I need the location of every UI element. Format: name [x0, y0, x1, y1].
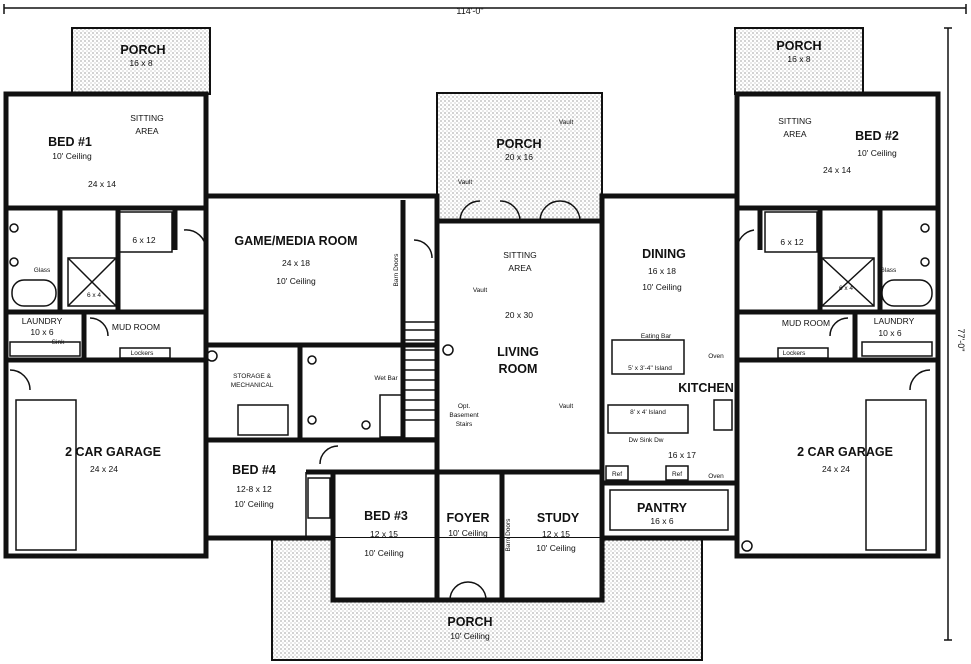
glass-left: Glass — [34, 267, 51, 274]
storage-line2: MECHANICAL — [231, 382, 274, 389]
garage-right-size: 24 x 24 — [822, 464, 850, 474]
living-size: 20 x 30 — [505, 310, 533, 320]
porch-right-size: 16 x 8 — [787, 54, 810, 64]
door-swings — [9, 200, 931, 601]
porch-right-name: PORCH — [776, 39, 821, 53]
sitting-right-line2: AREA — [783, 129, 806, 139]
shower-right-size: 6 x 4 — [839, 285, 853, 292]
barn-doors-right: Barn Doors — [505, 518, 512, 552]
bed4-size: 12-8 x 12 — [236, 484, 272, 494]
porch-left-name: PORCH — [120, 43, 165, 57]
bed1-size: 24 x 14 — [88, 179, 116, 189]
porch-center — [436, 92, 603, 222]
dining-name: DINING — [642, 247, 686, 261]
kitchen-name: KITCHEN — [678, 381, 734, 395]
lockers-left: Lockers — [131, 350, 155, 357]
bed3-size: 12 x 15 — [370, 529, 398, 539]
pantry-name: PANTRY — [637, 501, 688, 515]
foyer-ceiling: 10' Ceiling — [448, 528, 488, 538]
porch-left-size: 16 x 8 — [129, 58, 152, 68]
ref-note-2: Ref — [672, 471, 682, 478]
bed3-name: BED #3 — [364, 509, 408, 523]
laundry-right-name: LAUNDRY — [874, 316, 915, 326]
mud-room-right: MUD ROOM — [782, 318, 830, 328]
island-main-note: 8' x 4' Island — [630, 409, 666, 416]
bed2-name: BED #2 — [855, 129, 899, 143]
garage-left-name: 2 CAR GARAGE — [65, 445, 161, 459]
game-room-ceiling: 10' Ceiling — [276, 276, 316, 286]
kitchen-size: 16 x 17 — [668, 450, 696, 460]
overall-width-label: 114'-0" — [456, 6, 483, 16]
bed1-ceiling: 10' Ceiling — [52, 151, 92, 161]
dw-sink-note: Dw Sink Dw — [628, 437, 663, 444]
dining-size: 16 x 18 — [648, 266, 676, 276]
bed3-ceiling: 10' Ceiling — [364, 548, 404, 558]
foyer-name: FOYER — [446, 511, 489, 525]
porch-center-name: PORCH — [496, 137, 541, 151]
garage-right-name: 2 CAR GARAGE — [797, 445, 893, 459]
opt-basement-line1: Opt. — [458, 403, 470, 410]
oven-note-1: Oven — [708, 353, 724, 360]
opt-basement-line2: Basement — [449, 412, 478, 419]
porch-front-ceiling: 10' Ceiling — [450, 631, 490, 641]
porch-right — [734, 27, 864, 95]
wet-bar-note: Wet Bar — [374, 375, 398, 382]
glass-right: Glass — [880, 267, 897, 274]
overall-depth-label: 77'-0" — [956, 329, 966, 352]
dining-ceiling: 10' Ceiling — [642, 282, 682, 292]
bed4-ceiling: 10' Ceiling — [234, 499, 274, 509]
storage-line1: STORAGE & — [233, 373, 271, 380]
study-name: STUDY — [537, 511, 580, 525]
garage-left-size: 24 x 24 — [90, 464, 118, 474]
living-name-line1: LIVING — [497, 345, 539, 359]
laundry-left-size: 10 x 6 — [30, 327, 53, 337]
pantry-size: 16 x 6 — [650, 516, 673, 526]
game-room-name: GAME/MEDIA ROOM — [234, 234, 357, 248]
vault-note-porch-2: Vault — [458, 179, 473, 186]
closet-right-size: 6 x 12 — [780, 237, 803, 247]
barn-doors-left: Barn Doors — [393, 253, 400, 287]
exterior-walls — [3, 91, 941, 603]
bed2-size: 24 x 14 — [823, 165, 851, 175]
sink-left: Sink — [52, 339, 65, 346]
shower-left-size: 6 x 4 — [87, 292, 101, 299]
laundry-right-size: 10 x 6 — [878, 328, 901, 338]
interior-walls — [6, 196, 938, 600]
fixtures — [9, 211, 933, 557]
ref-note-1: Ref — [612, 471, 622, 478]
vault-note-living-1: Vault — [473, 287, 488, 294]
sitting-left-line2: AREA — [135, 126, 158, 136]
study-ceiling: 10' Ceiling — [536, 543, 576, 553]
living-sitting-line1: SITTING — [503, 250, 537, 260]
laundry-left-name: LAUNDRY — [22, 316, 63, 326]
vault-note-porch-1: Vault — [559, 119, 574, 126]
dimension-lines — [3, 4, 967, 641]
porch-center-size: 20 x 16 — [505, 152, 533, 162]
sitting-left-line1: SITTING — [130, 113, 164, 123]
bed4-name: BED #4 — [232, 463, 276, 477]
porch-front-name: PORCH — [447, 615, 492, 629]
living-sitting-line2: AREA — [508, 263, 531, 273]
bed1-name: BED #1 — [48, 135, 92, 149]
oven-note-2: Oven — [708, 473, 724, 480]
mud-room-left: MUD ROOM — [112, 322, 160, 332]
game-room-size: 24 x 18 — [282, 258, 310, 268]
bed2-ceiling: 10' Ceiling — [857, 148, 897, 158]
opt-basement-line3: Stairs — [456, 421, 473, 428]
eating-bar-note: Eating Bar — [641, 333, 672, 340]
study-size: 12 x 15 — [542, 529, 570, 539]
living-name-line2: ROOM — [499, 362, 538, 376]
lockers-right: Lockers — [783, 350, 807, 357]
sitting-right-line1: SITTING — [778, 116, 812, 126]
vault-note-living-2: Vault — [559, 403, 574, 410]
closet-left-size: 6 x 12 — [132, 235, 155, 245]
island-left-note: 5' x 3'-4" Island — [628, 365, 672, 372]
